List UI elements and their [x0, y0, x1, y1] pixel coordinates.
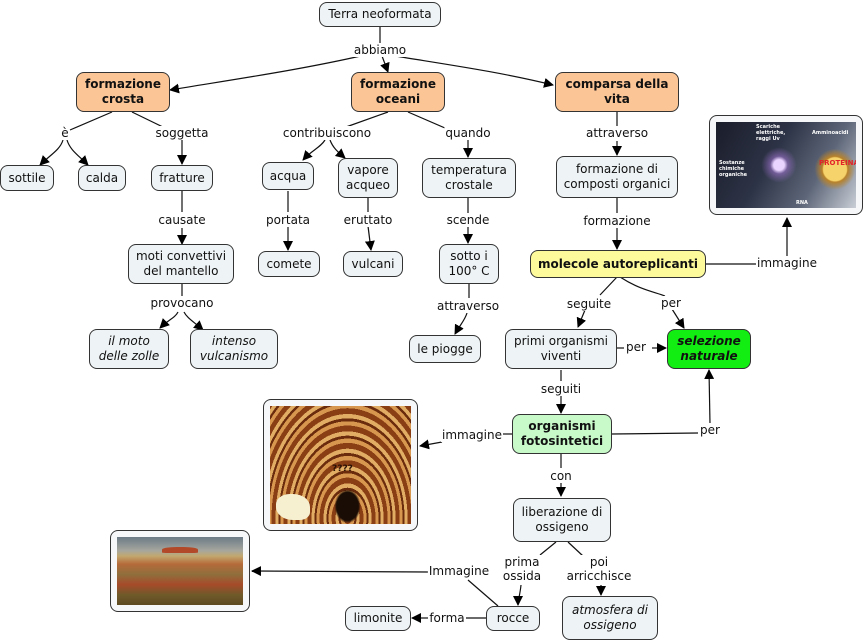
link-line	[539, 541, 557, 556]
link-label-per-primi: per	[625, 340, 647, 354]
node-liberazione-ossigeno[interactable]: liberazione di ossigeno	[513, 498, 611, 542]
node-calda[interactable]: calda	[78, 165, 126, 191]
link-line	[131, 111, 166, 129]
white-rock	[276, 494, 310, 520]
uluru-rock	[162, 546, 198, 554]
link-label-causate: causate	[157, 213, 207, 227]
link-label-seguite: seguite	[565, 297, 613, 311]
link-label-seguiti: seguiti	[539, 382, 583, 396]
node-sottile[interactable]: sottile	[0, 165, 54, 191]
node-atmosfera-ossigeno[interactable]: atmosfera di ossigeno	[562, 596, 658, 640]
node-terra-neoformata[interactable]: Terra neoformata	[319, 2, 441, 27]
link-line	[169, 54, 366, 94]
link-line	[619, 276, 666, 297]
link-line	[364, 225, 375, 251]
link-label-portata: portata	[264, 213, 312, 227]
node-sotto-100[interactable]: sotto i 100° C	[439, 244, 499, 284]
node-intenso-vulcanismo[interactable]: intenso vulcanismo	[190, 329, 278, 369]
link-line	[407, 111, 446, 129]
link-line	[513, 584, 524, 606]
image-stromatolite[interactable]: ????	[263, 399, 418, 531]
link-line	[419, 439, 443, 450]
node-selezione-naturale[interactable]: selezione naturale	[667, 329, 751, 369]
node-fratture[interactable]: fratture	[151, 165, 213, 191]
image-label: ????	[332, 464, 353, 474]
image-label: Scariche elettriche, raggi Uv	[756, 124, 786, 142]
link-line	[251, 566, 429, 577]
node-molecole-autoreplicanti[interactable]: molecole autoreplicanti	[530, 250, 706, 278]
link-label-immagine-fotosintetici: immagine	[440, 428, 504, 442]
link-label-forma: forma	[428, 611, 466, 625]
node-comparsa-della-vita[interactable]: comparsa della vita	[555, 72, 679, 112]
node-primi-organismi-viventi[interactable]: primi organismi viventi	[505, 329, 617, 369]
link-label-prima-ossida: prima ossida	[501, 555, 543, 583]
link-line	[394, 55, 554, 88]
molecule-illustration: Scariche elettriche, raggi Uv Amminoacid…	[716, 122, 856, 208]
image-molecule-formation[interactable]: Scariche elettriche, raggi Uv Amminoacid…	[709, 115, 863, 215]
link-line	[704, 369, 715, 425]
link-label-per-molecole: per	[660, 296, 682, 310]
link-label-eruttato: eruttato	[342, 213, 394, 227]
link-line	[159, 311, 179, 329]
link-line	[454, 312, 468, 335]
link-label-immagine-molecole: immagine	[755, 256, 819, 270]
link-label-contribuiscono: contribuiscono	[281, 126, 373, 140]
node-formazione-oceani[interactable]: formazione oceani	[351, 72, 445, 112]
image-label: Sostanze chimiche organiche	[719, 160, 748, 178]
node-vulcani[interactable]: vulcani	[343, 251, 403, 277]
link-line	[69, 111, 113, 131]
image-label: RNA	[796, 200, 808, 206]
stromatolite-photo: ????	[270, 406, 411, 524]
image-label: Amminoacidi	[812, 130, 849, 136]
link-label-soggetta: soggetta	[154, 126, 210, 140]
node-rocce[interactable]: rocce	[486, 606, 540, 631]
uluru-photo	[117, 537, 243, 605]
link-line	[345, 111, 389, 128]
link-label-per-fotosintetici: per	[699, 423, 721, 437]
link-line	[467, 579, 499, 607]
link-label-immagine-rocce: Immagine	[427, 564, 491, 578]
node-temperatura-crostale[interactable]: temperatura crostale	[422, 158, 516, 198]
link-label-con: con	[549, 469, 573, 483]
link-line	[576, 309, 587, 328]
link-line	[380, 55, 390, 73]
link-line	[183, 311, 204, 331]
node-moti-convettivi[interactable]: moti convettivi del mantello	[128, 244, 234, 284]
image-highlight: PROTEINA	[819, 159, 856, 167]
link-line	[329, 139, 346, 159]
link-label-provocano: provocano	[149, 296, 215, 310]
node-limonite[interactable]: limonite	[345, 606, 411, 631]
node-acqua[interactable]: acqua	[262, 162, 314, 190]
node-composti-organici[interactable]: formazione di composti organici	[556, 156, 678, 198]
link-line	[66, 139, 89, 166]
link-label-formazione: formazione	[582, 214, 652, 228]
node-il-moto-delle-zolle[interactable]: il moto delle zolle	[89, 329, 169, 369]
link-line	[39, 139, 64, 166]
link-line	[611, 432, 699, 435]
node-organismi-fotosintetici[interactable]: organismi fotosintetici	[512, 414, 612, 454]
link-label-attraverso-piogge: attraverso	[435, 299, 501, 313]
node-le-piogge[interactable]: le piogge	[409, 335, 481, 363]
link-line	[567, 541, 584, 557]
link-line	[599, 276, 618, 296]
link-label-attraverso-vita: attraverso	[584, 126, 650, 140]
link-line	[671, 308, 685, 329]
node-formazione-crosta[interactable]: formazione crosta	[76, 72, 170, 112]
link-label-quando: quando	[444, 126, 492, 140]
link-label-poi-arricchisce: poi arricchisce	[565, 555, 633, 583]
node-vapore-acqueo[interactable]: vapore acqueo	[338, 158, 398, 198]
link-label-abbiamo: abbiamo	[352, 43, 408, 57]
image-uluru[interactable]	[110, 530, 250, 612]
link-line	[302, 139, 326, 161]
link-label-scende: scende	[445, 213, 491, 227]
link-label-e: è	[60, 126, 70, 140]
node-comete[interactable]: comete	[258, 251, 320, 277]
